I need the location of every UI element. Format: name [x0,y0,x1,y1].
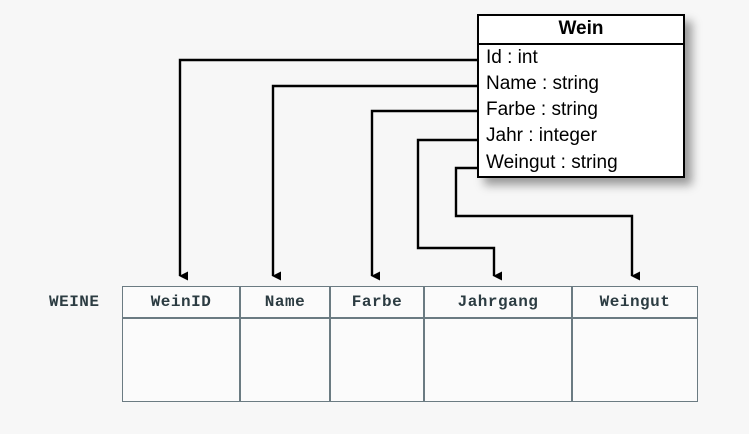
uml-attribute-jahr: Jahr : integer [486,125,597,147]
uml-attribute-list: Id : int Name : string Farbe : string Ja… [479,45,683,176]
uml-attribute-id: Id : int [486,46,538,68]
column-header-farbe: Farbe [330,286,424,318]
table-cell-weingut [572,318,698,402]
connector-weingut-to-weingut [454,166,640,281]
table-cell-weinid [122,318,240,402]
relational-table-name: WEINE [49,293,100,311]
table-header-row: WeinID Name Farbe Jahrgang Weingut [122,286,698,318]
uml-attribute-farbe: Farbe : string [486,99,598,121]
connector-id-to-weinid [178,58,477,281]
table-cell-farbe [330,318,424,402]
uml-class-box: Wein Id : int Name : string Farbe : stri… [477,14,685,178]
connector-name-to-name [271,84,477,281]
relational-table: WeinID Name Farbe Jahrgang Weingut [122,286,698,402]
column-header-jahrgang: Jahrgang [424,286,572,318]
column-header-name: Name [240,286,330,318]
uml-attribute-weingut: Weingut : string [486,151,618,173]
column-header-weingut: Weingut [572,286,698,318]
table-row [122,318,698,402]
column-header-weinid: WeinID [122,286,240,318]
table-cell-jahrgang [424,318,572,402]
connector-farbe-to-farbe [370,109,477,281]
table-cell-name [240,318,330,402]
uml-attribute-name: Name : string [486,73,599,95]
uml-class-name: Wein [479,16,683,45]
